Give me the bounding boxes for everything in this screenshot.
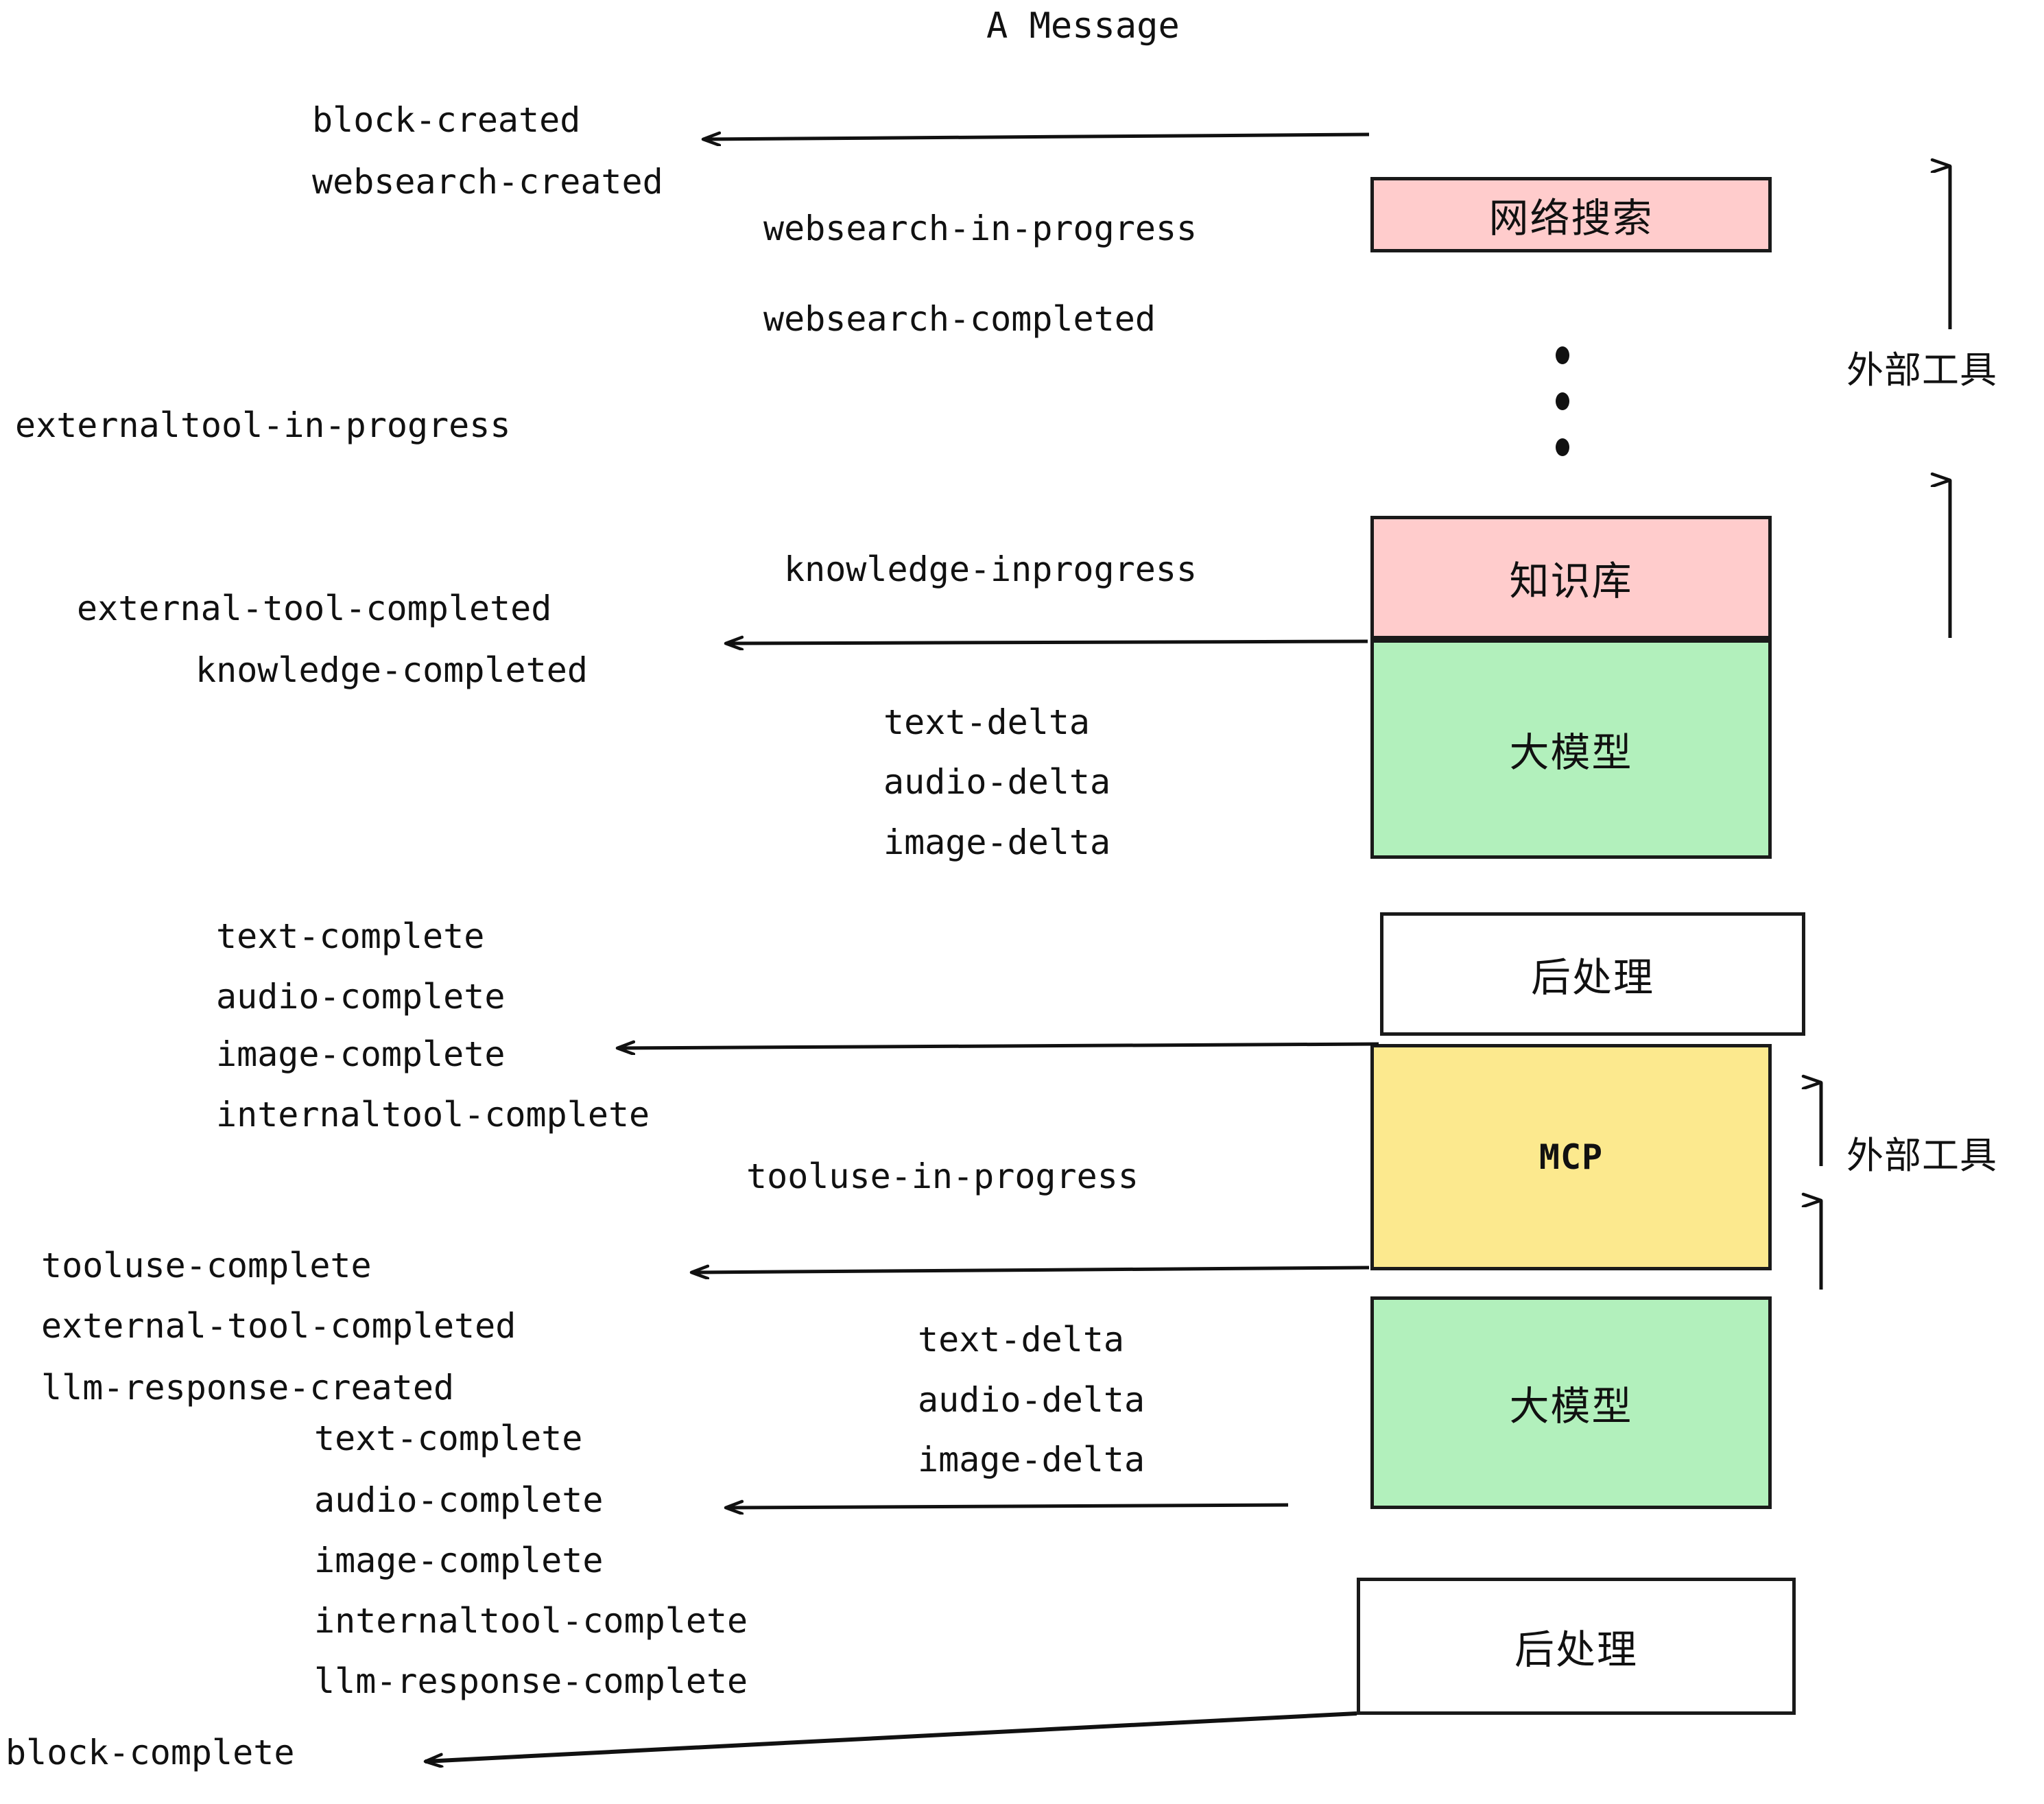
- event-websearch-in-progress: websearch-in-progress: [763, 209, 1198, 248]
- arrow-llm2-to-audio-complete: [726, 1505, 1289, 1508]
- diagram-title: A Message: [986, 5, 1180, 47]
- box-llm-2-label: 大模型: [1509, 1383, 1633, 1429]
- event-knowledge-completed: knowledge-completed: [195, 650, 588, 690]
- arrow-knowledge-to-completed: [726, 641, 1368, 643]
- arrow-mcp-to-tooluse-complete: [691, 1268, 1370, 1272]
- event-llm2-image-delta: image-delta: [918, 1440, 1145, 1480]
- event-pp2-image-complete: image-complete: [314, 1541, 604, 1580]
- ellipsis-dot: [1556, 346, 1569, 364]
- event-pp1-text-complete: text-complete: [216, 916, 485, 956]
- box-llm-1[interactable]: 大模型: [1370, 639, 1772, 859]
- event-block-complete: block-complete: [5, 1733, 295, 1772]
- box-mcp[interactable]: MCP: [1370, 1044, 1772, 1270]
- ellipsis-dot: [1556, 392, 1569, 410]
- box-postprocess-2-label: 后处理: [1514, 1626, 1638, 1673]
- event-pp1-internaltool-complete: internaltool-complete: [216, 1095, 650, 1135]
- event-pp2-internaltool-complete: internaltool-complete: [314, 1601, 748, 1641]
- arrow-websearch-to-block-created: [703, 134, 1370, 139]
- box-websearch-label: 网络搜索: [1488, 195, 1654, 241]
- box-postprocess-1[interactable]: 后处理: [1380, 912, 1805, 1036]
- event-websearch-created: websearch-created: [312, 162, 663, 202]
- arrow-postprocess2-to-block-complete: [425, 1711, 1357, 1761]
- event-llm1-audio-delta: audio-delta: [883, 762, 1111, 802]
- event-tooluse-complete: tooluse-complete: [41, 1246, 372, 1285]
- event-pp1-image-complete: image-complete: [216, 1034, 506, 1074]
- event-tooluse-in-progress: tooluse-in-progress: [746, 1156, 1139, 1196]
- box-knowledge[interactable]: 知识库: [1370, 516, 1772, 639]
- event-llm-response-created: llm-response-created: [41, 1368, 455, 1408]
- event-external-tool-completed-1: external-tool-completed: [77, 589, 552, 628]
- event-llm2-audio-delta: audio-delta: [918, 1380, 1145, 1420]
- box-websearch[interactable]: 网络搜索: [1370, 177, 1772, 252]
- event-knowledge-inprogress: knowledge-inprogress: [784, 549, 1198, 589]
- arrow-postprocess1-to-image-complete: [617, 1044, 1379, 1048]
- box-llm-1-label: 大模型: [1509, 729, 1633, 776]
- box-postprocess-1-label: 后处理: [1530, 954, 1654, 1001]
- ellipsis-dot: [1556, 438, 1569, 456]
- side-label-external-tools-top: 外部工具: [1846, 348, 1997, 392]
- box-knowledge-label: 知识库: [1509, 558, 1633, 604]
- event-pp2-llm-response-complete: llm-response-complete: [314, 1661, 748, 1701]
- box-llm-2[interactable]: 大模型: [1370, 1296, 1772, 1509]
- event-pp2-audio-complete: audio-complete: [314, 1480, 604, 1520]
- event-websearch-completed: websearch-completed: [763, 299, 1156, 339]
- event-llm1-image-delta: image-delta: [883, 822, 1111, 862]
- event-externaltool-in-progress: externaltool-in-progress: [15, 405, 511, 445]
- event-external-tool-completed-2: external-tool-completed: [41, 1306, 516, 1346]
- event-block-created: block-created: [312, 100, 581, 140]
- event-llm1-text-delta: text-delta: [883, 702, 1091, 742]
- event-pp1-audio-complete: audio-complete: [216, 977, 506, 1017]
- box-postprocess-2[interactable]: 后处理: [1357, 1578, 1796, 1715]
- vertical-ellipsis: [1554, 346, 1571, 456]
- box-mcp-label: MCP: [1538, 1137, 1604, 1177]
- side-label-external-tools-bottom: 外部工具: [1846, 1134, 1997, 1177]
- event-llm2-text-delta: text-delta: [918, 1320, 1125, 1360]
- event-pp2-text-complete: text-complete: [314, 1419, 583, 1458]
